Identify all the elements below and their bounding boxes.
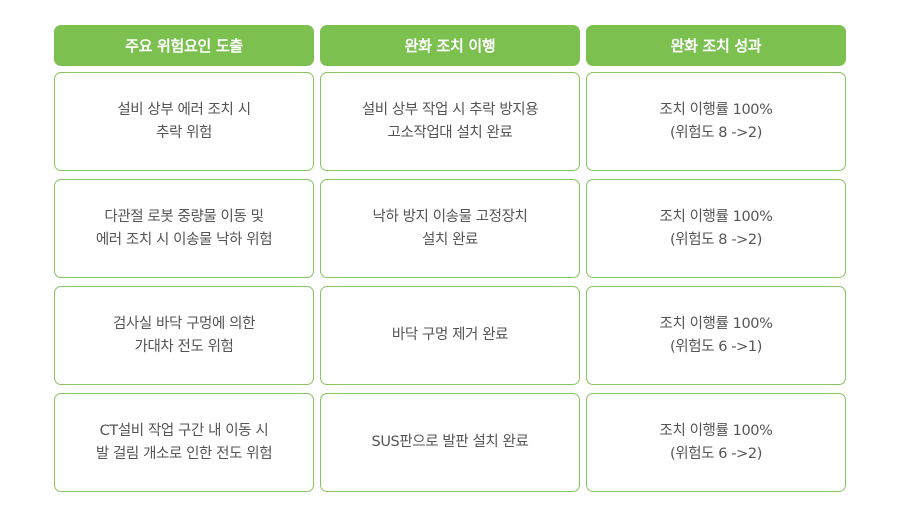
action-text: 설비 상부 작업 시 추락 방지용	[361, 101, 539, 118]
hazard-text: 설비 상부 에러 조치 시	[117, 101, 251, 118]
action-text: 설치 완료	[422, 231, 478, 248]
hazard-text: 검사실 바닥 구멍에 의한	[112, 315, 256, 332]
result-text: (위험도 6 ->1)	[670, 338, 762, 355]
header-hazards: 주요 위험요인 도출	[54, 25, 314, 66]
action-text: 낙하 방지 이송물 고정장치	[372, 208, 528, 225]
result-text: 조치 이행률 100%	[659, 208, 773, 225]
result-text: (위험도 8 ->2)	[670, 124, 762, 141]
hazard-text: 에러 조치 시 이송물 낙하 위험	[95, 231, 273, 248]
header-actions: 완화 조치 이행	[320, 25, 580, 66]
hazard-text: 발 걸림 개소로 인한 전도 위험	[95, 445, 273, 462]
action-cell: 바닥 구멍 제거 완료	[320, 286, 580, 385]
hazard-text: 다관절 로봇 중량물 이동 및	[104, 208, 264, 225]
hazard-cell: 다관절 로봇 중량물 이동 및 에러 조치 시 이송물 낙하 위험	[54, 179, 314, 278]
result-text: 조치 이행률 100%	[659, 101, 773, 118]
action-text: 고소작업대 설치 완료	[387, 124, 513, 141]
result-cell: 조치 이행률 100% (위험도 6 ->2)	[586, 393, 846, 492]
action-text: 바닥 구멍 제거 완료	[391, 327, 509, 343]
action-cell: 낙하 방지 이송물 고정장치 설치 완료	[320, 179, 580, 278]
action-cell: 설비 상부 작업 시 추락 방지용 고소작업대 설치 완료	[320, 72, 580, 171]
result-cell: 조치 이행률 100% (위험도 8 ->2)	[586, 72, 846, 171]
result-text: (위험도 8 ->2)	[670, 231, 762, 248]
result-cell: 조치 이행률 100% (위험도 8 ->2)	[586, 179, 846, 278]
hazard-cell: 설비 상부 에러 조치 시 추락 위험	[54, 72, 314, 171]
hazard-cell: 검사실 바닥 구멍에 의한 가대차 전도 위험	[54, 286, 314, 385]
result-text: 조치 이행률 100%	[659, 422, 773, 439]
hazard-text: 추락 위험	[156, 124, 212, 141]
risk-mitigation-table: 주요 위험요인 도출 완화 조치 이행 완화 조치 성과 설비 상부 에러 조치…	[54, 25, 846, 500]
result-text: 조치 이행률 100%	[659, 315, 773, 332]
hazard-text: CT설비 작업 구간 내 이동 시	[99, 422, 269, 439]
result-cell: 조치 이행률 100% (위험도 6 ->1)	[586, 286, 846, 385]
action-cell: SUS판으로 발판 설치 완료	[320, 393, 580, 492]
header-results: 완화 조치 성과	[586, 25, 846, 66]
hazard-text: 가대차 전도 위험	[134, 338, 234, 355]
action-text: SUS판으로 발판 설치 완료	[371, 434, 529, 450]
result-text: (위험도 6 ->2)	[670, 445, 762, 462]
hazard-cell: CT설비 작업 구간 내 이동 시 발 걸림 개소로 인한 전도 위험	[54, 393, 314, 492]
